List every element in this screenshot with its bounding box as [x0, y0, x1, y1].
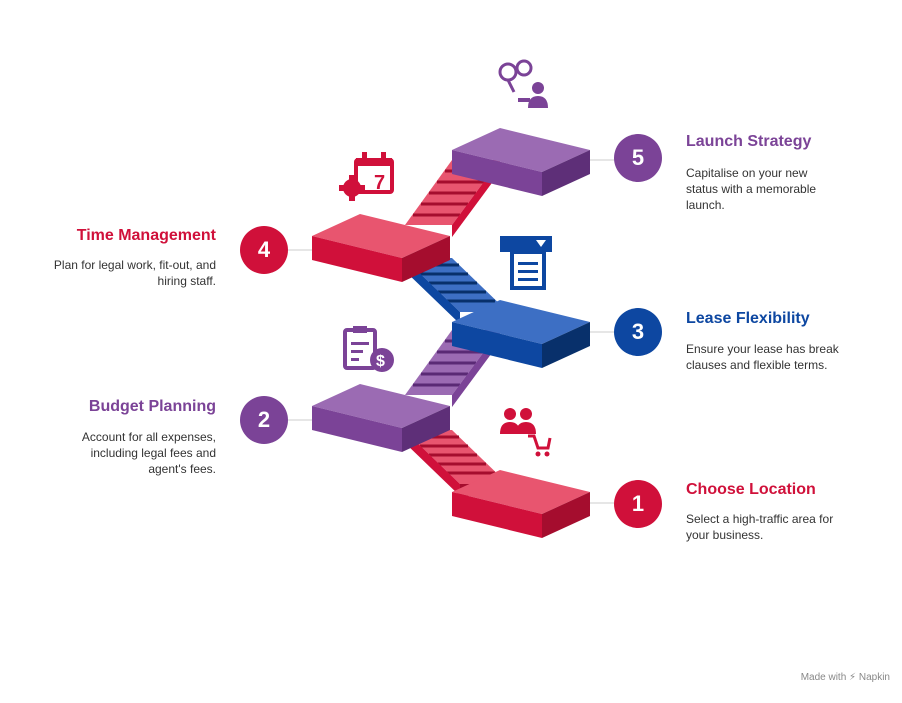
step-1-title: Choose Location — [686, 481, 816, 498]
step-1-number: 1 — [614, 480, 662, 528]
calendar-gear-icon: 7 — [339, 152, 394, 201]
step-3-title: Lease Flexibility — [686, 310, 810, 327]
step-2-number: 2 — [240, 396, 288, 444]
footer-brand: Napkin — [858, 672, 890, 683]
shopping-people-cart-icon — [500, 408, 552, 457]
step-5-number: 5 — [614, 134, 662, 182]
platform-4 — [312, 214, 450, 282]
step-5-description: Capitalise on your new status with a mem… — [686, 166, 817, 212]
svg-text:7: 7 — [374, 172, 385, 194]
platform-1 — [452, 470, 590, 538]
stairs-3-to-4 — [404, 258, 508, 324]
connector-lines — [288, 159, 614, 504]
step-4-description: Plan for legal work, fit-out, and hiring… — [53, 258, 216, 288]
step-1-description: Select a high-traffic area for your busi… — [686, 512, 834, 542]
platform-5 — [452, 128, 590, 196]
step-2-title: Budget Planning — [88, 398, 216, 415]
document-icon — [500, 236, 552, 290]
idea-person-icon — [498, 59, 548, 108]
made-with-napkin: Made with ⚡ Napkin — [801, 672, 890, 683]
napkin-logo-icon: ⚡ — [849, 672, 857, 683]
svg-text:$: $ — [376, 353, 385, 370]
step-5-title: Launch Strategy — [686, 133, 812, 150]
platform-3 — [452, 300, 590, 368]
platform-2 — [312, 384, 450, 452]
step-3-number: 3 — [614, 308, 662, 356]
clipboard-dollar-icon: $ — [343, 326, 394, 372]
footer-text: Made with — [800, 672, 847, 683]
step-3-description: Ensure your lease has break clauses and … — [686, 342, 839, 372]
step-4-title: Time Management — [76, 227, 216, 244]
step-4-number: 4 — [240, 226, 288, 274]
step-2-description: Account for all expenses, including lega… — [81, 430, 216, 476]
